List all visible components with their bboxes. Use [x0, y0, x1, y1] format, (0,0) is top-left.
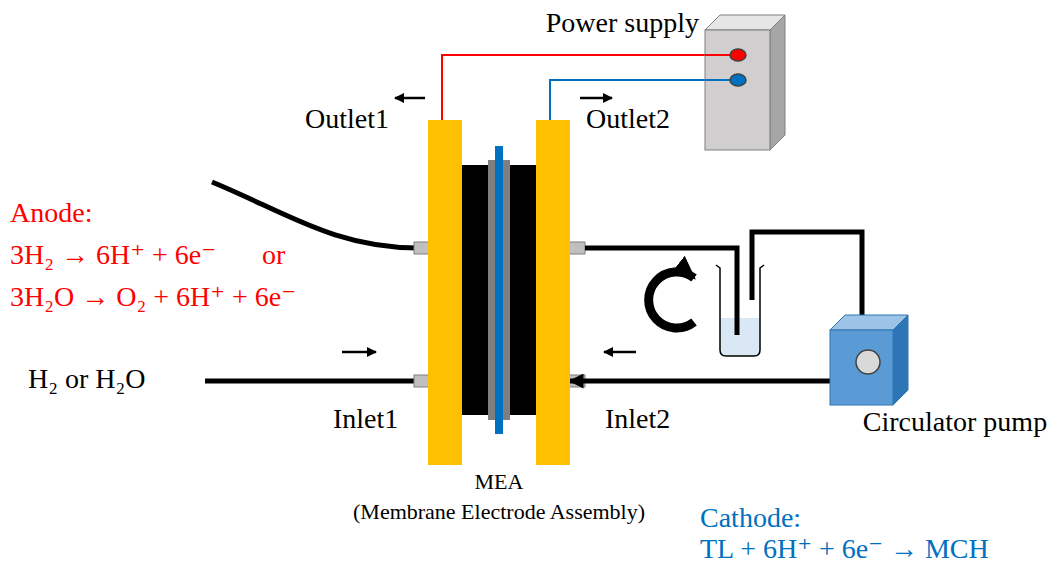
- membrane-electrode-assembly: MEA(Membrane Electrode Assembly): [428, 120, 570, 465]
- flow-arrow: [604, 351, 636, 354]
- flask: [716, 265, 764, 356]
- reaction-conjunction: or: [262, 240, 285, 271]
- port-label: Outlet2: [586, 104, 670, 135]
- outlet-tube: [585, 248, 737, 335]
- port: [569, 242, 585, 254]
- port-label: Inlet2: [605, 404, 670, 435]
- port-label: Outlet1: [305, 104, 389, 135]
- circulator-pump-label: Circulator pump: [862, 407, 1048, 438]
- power-supply: Power supply: [705, 15, 785, 150]
- outlet-tube: [212, 182, 418, 248]
- reaction-equation: TL + 6H⁺ + 6e⁻ → MCH: [700, 534, 989, 565]
- membrane-electrode-assembly-label: (Membrane Electrode Assembly): [353, 500, 645, 524]
- flask-water: [720, 318, 760, 356]
- port: [414, 375, 430, 387]
- feed-tube: [570, 379, 830, 384]
- port: [414, 242, 430, 254]
- pump-tube: [752, 232, 862, 318]
- circulator-pump-shape: [830, 315, 908, 405]
- circulator-pump: Circulator pump: [830, 315, 908, 405]
- membrane-electrode-assembly-shape: [428, 120, 570, 465]
- anode-label: Anode:: [10, 198, 92, 229]
- power-supply-label: Power supply: [546, 8, 699, 39]
- cathode-label: Cathode:: [700, 503, 801, 534]
- inlet-tube: [205, 379, 418, 384]
- flow-arrow: [395, 97, 425, 100]
- circulation-arrow: [649, 272, 694, 328]
- reaction-equation: 3H₂ → 6H⁺ + 6e⁻: [10, 240, 216, 271]
- power-supply-shape: [705, 15, 785, 150]
- port-label: Inlet1: [333, 404, 398, 435]
- reaction-equation: 3H₂O → O₂ + 6H⁺ + 6e⁻: [10, 282, 296, 313]
- membrane-electrode-assembly-label: MEA: [475, 470, 524, 494]
- flow-arrow: [580, 97, 612, 100]
- flow-arrow: [342, 351, 376, 354]
- feed-label: H₂ or H₂O: [28, 364, 146, 395]
